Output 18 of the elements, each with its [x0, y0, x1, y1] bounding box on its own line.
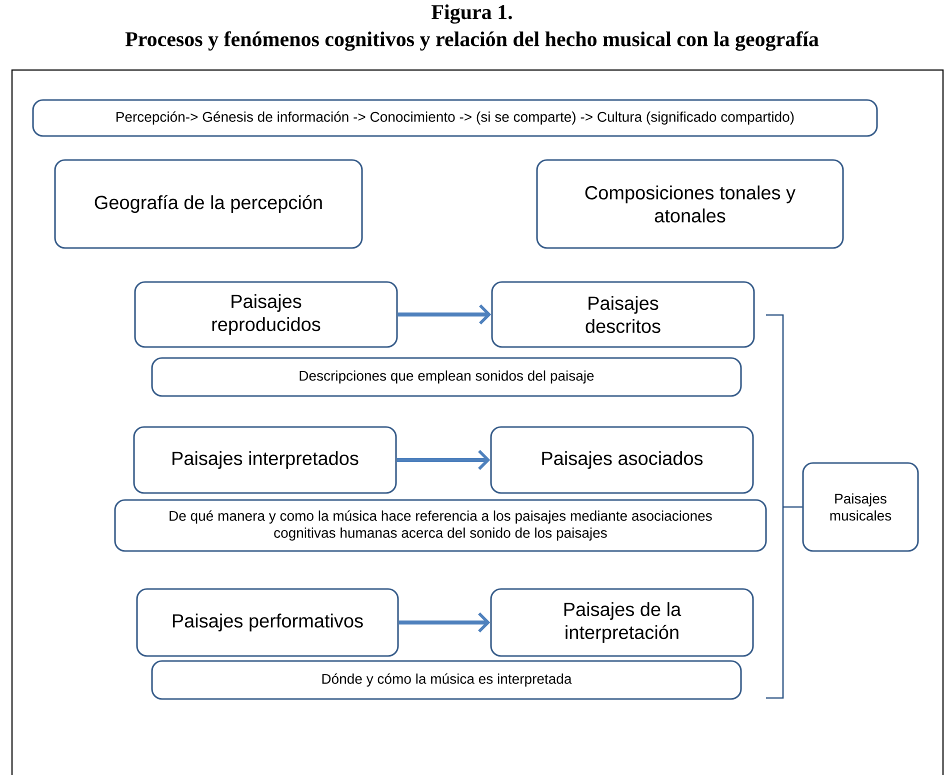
landscape-box: Paisajes asociados [490, 426, 754, 494]
arrow [398, 304, 492, 325]
concept-box: Geografía de la percepción [54, 159, 363, 249]
landscape-box: Paisajes reproducidos [134, 281, 398, 348]
process-bar: Percepción-> Génesis de información -> Conocimiento -> (si se comparte) -> Cultura (significado compartido) [32, 99, 878, 137]
arrow [398, 612, 490, 633]
description-box: Descripciones que emplean sonidos del paisaje [151, 357, 742, 397]
concept-box: Composiciones tonales y atonales [536, 159, 844, 249]
description-box: De qué manera y como la música hace referencia a los paisajes mediante asociaciones cognitivas humanas acerca del sonido de los paisajes [114, 499, 767, 552]
figure-title: Procesos y fenómenos cognitivos y relación del hecho musical con la geografía [125, 31, 819, 51]
arrow [396, 450, 490, 470]
landscape-box: Paisajes performativos [136, 588, 399, 657]
landscape-box: Paisajes de la interpretación [490, 588, 754, 657]
figure-title: Figura 1. [432, 4, 512, 24]
landscape-box: Paisajes descritos [491, 281, 755, 348]
landscape-box: Paisajes interpretados [133, 426, 397, 494]
description-box: Dónde y cómo la música es interpretada [151, 660, 742, 700]
category-box: Paisajes musicales [802, 462, 919, 552]
